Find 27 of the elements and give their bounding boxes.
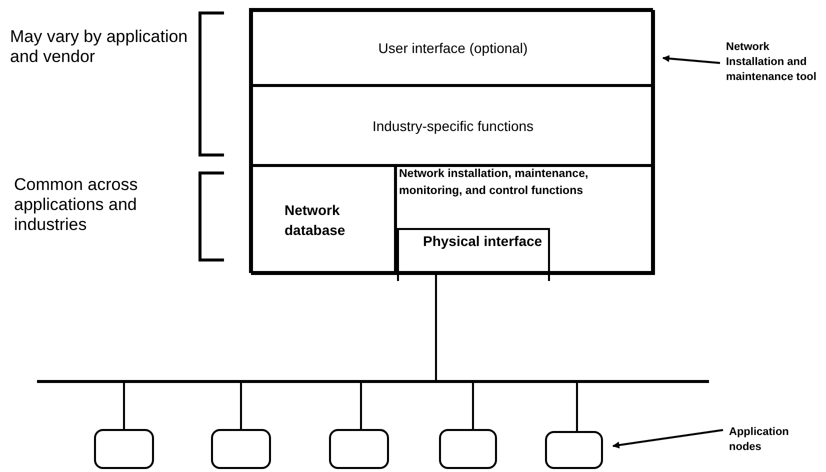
node-box bbox=[439, 429, 497, 469]
layer-box bbox=[251, 165, 396, 275]
network-bus bbox=[37, 380, 709, 383]
node-box bbox=[211, 429, 271, 469]
arrow bbox=[612, 429, 724, 449]
layer-box bbox=[251, 85, 655, 166]
side-note: May vary by application and vendor bbox=[10, 27, 189, 67]
box-label: Industry-specific functions bbox=[372, 118, 534, 134]
connector-line bbox=[240, 383, 242, 429]
node-box bbox=[329, 429, 389, 469]
connector-line bbox=[123, 383, 125, 429]
connector-line bbox=[576, 383, 578, 431]
arrow bbox=[662, 55, 720, 64]
connector-line bbox=[472, 383, 474, 429]
connector-line bbox=[435, 273, 437, 380]
box-label: Physical interface bbox=[422, 232, 544, 251]
connector-line bbox=[360, 383, 362, 429]
node-box bbox=[94, 429, 154, 469]
box-label: Network installation, maintenance, monitoring, and control functions bbox=[398, 167, 590, 199]
node-box bbox=[545, 431, 603, 469]
box-label: Network database bbox=[284, 201, 346, 240]
interface-box bbox=[397, 228, 550, 281]
side-note: Common across applications and industries bbox=[14, 175, 139, 235]
box-label: User interface (optional) bbox=[378, 40, 528, 56]
callout-label: Network Installation and maintenance tool bbox=[726, 40, 818, 85]
callout-label: Application nodes bbox=[729, 425, 790, 455]
layer-box bbox=[251, 10, 655, 86]
